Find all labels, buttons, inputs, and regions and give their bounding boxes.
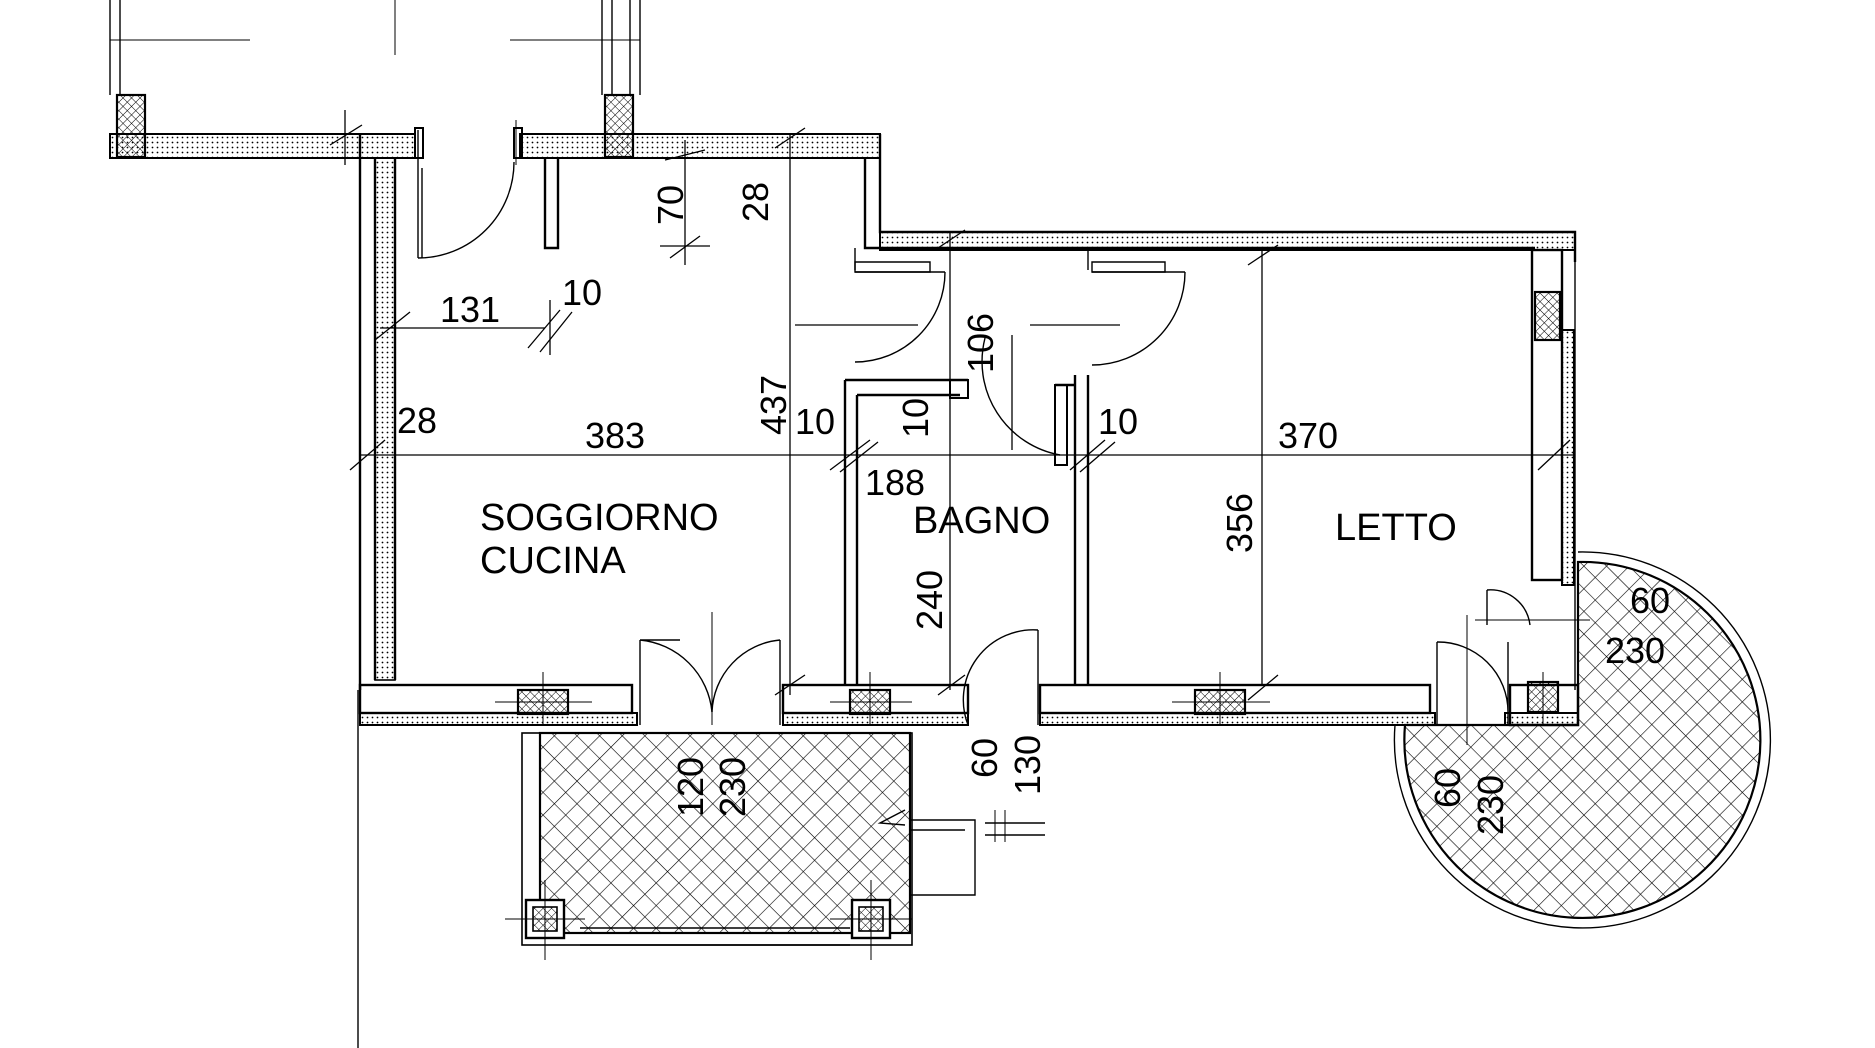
dim-window-230-b: 230: [1470, 775, 1511, 835]
dim-bedroom-356: 356: [1219, 493, 1260, 553]
dim-partition-10-b: 10: [1098, 401, 1138, 442]
dim-balcony-120: 120: [670, 757, 711, 817]
upper-wall-mid: [519, 133, 881, 159]
bath-door: [854, 271, 946, 363]
dim-bath-188: 188: [865, 462, 925, 503]
bottom-wall-left: [358, 683, 634, 715]
dim-living-383: 383: [585, 415, 645, 456]
dim-kitchen-131: 131: [440, 289, 500, 330]
dim-left-wall-28: 28: [397, 400, 437, 441]
pillar-top-right: [603, 93, 635, 159]
pillar-right: [1533, 290, 1562, 342]
dim-window-60: 60: [964, 738, 1005, 778]
walls: [109, 0, 1580, 1048]
bottom-wall-left-strip: [359, 712, 638, 726]
balconies: [505, 551, 1772, 960]
dimension-labels: 70 28 131 10 437 28 383 10 10 106 188 24…: [397, 182, 1670, 835]
dim-bath-partition-10: 10: [895, 398, 936, 438]
balcony-rect: [538, 731, 912, 935]
dim-wall-28-top: 28: [735, 182, 776, 222]
bedroom-door: [1091, 271, 1186, 366]
room-labels: SOGGIORNO CUCINA BAGNO LETTO: [480, 497, 1457, 582]
entrance-door-frame-right: [513, 127, 523, 159]
left-wall: [374, 157, 396, 681]
bottom-wall-corner-strip: [1504, 712, 1579, 726]
dimension-lines: [329, 110, 1590, 745]
room-bath: BAGNO: [913, 500, 1050, 542]
room-living-line2: CUCINA: [480, 540, 626, 582]
right-wall-strip: [1561, 329, 1575, 586]
room-living-line1: SOGGIORNO: [480, 497, 719, 539]
dim-round-60: 60: [1630, 580, 1670, 621]
dim-balcony-230: 230: [712, 757, 753, 817]
bath-door-jamb: [1054, 384, 1068, 466]
dim-bath-door-106: 106: [960, 313, 1001, 373]
dim-corridor-depth: 70: [650, 185, 691, 225]
balcony-round: [1403, 560, 1762, 920]
bedroom-window-door: [1486, 589, 1531, 626]
dim-round-230: 230: [1605, 630, 1665, 671]
balcony-door-left: [639, 639, 713, 725]
doors: [414, 120, 1531, 726]
dim-living-437: 437: [753, 375, 794, 435]
bath-window: [962, 629, 1039, 726]
bedroom-balcony-door: [1436, 641, 1509, 725]
balcony-door-right: [711, 639, 781, 725]
upper-wall-left: [109, 133, 416, 159]
dim-window-130: 130: [1007, 735, 1048, 795]
bath-inner-door: [981, 337, 1061, 456]
dim-partition-10-a: 10: [795, 401, 835, 442]
dim-bath-240: 240: [909, 570, 950, 630]
entrance-door: [417, 130, 515, 259]
room-bedroom: LETTO: [1335, 507, 1457, 549]
dim-bedroom-370: 370: [1278, 415, 1338, 456]
entrance-door-frame-left: [414, 127, 424, 159]
dim-partition-10-top: 10: [562, 272, 602, 313]
pillar-top-left: [115, 93, 147, 159]
upper-wall-right: [879, 231, 1576, 251]
dim-window-60-b: 60: [1427, 768, 1468, 808]
